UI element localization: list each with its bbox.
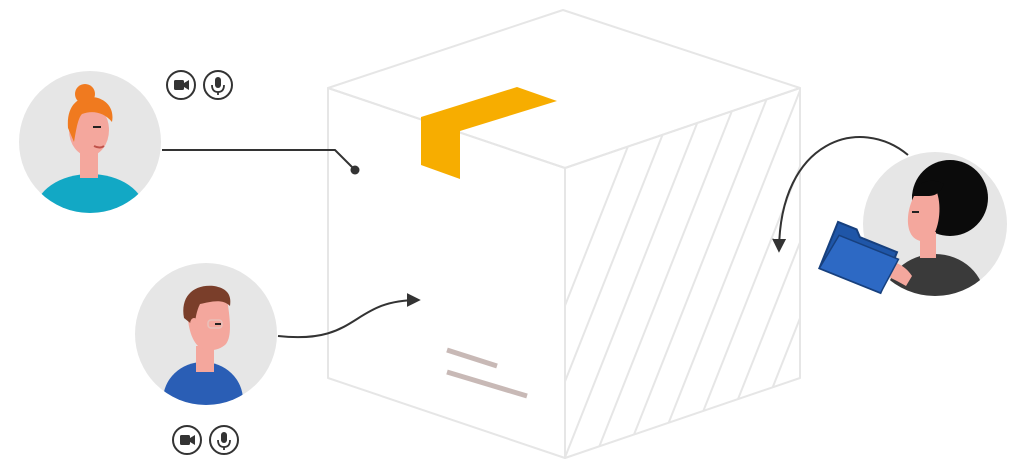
participant-1-avatar[interactable]	[19, 71, 161, 250]
participant-2-avatar[interactable]	[135, 263, 277, 438]
box-top-face	[327, 9, 801, 169]
microphone-icon[interactable]	[209, 425, 239, 455]
video-camera-icon[interactable]	[166, 70, 196, 100]
shirt	[163, 362, 243, 405]
participant-2-media-controls	[172, 425, 239, 455]
shirt	[35, 174, 145, 213]
connector-dot	[350, 165, 360, 175]
microphone-icon[interactable]	[203, 70, 233, 100]
video-camera-icon[interactable]	[172, 425, 202, 455]
folder-icon	[818, 220, 900, 295]
circular-arrow-participant-3	[772, 136, 909, 253]
connector-line-participant-1	[162, 149, 356, 171]
participant-3-avatar[interactable]	[818, 152, 1007, 346]
packing-tape	[421, 87, 557, 179]
participant-1-media-controls	[166, 70, 233, 100]
shipping-label	[446, 347, 528, 399]
arrow-participant-2	[277, 293, 421, 339]
box-right-face	[564, 87, 801, 459]
